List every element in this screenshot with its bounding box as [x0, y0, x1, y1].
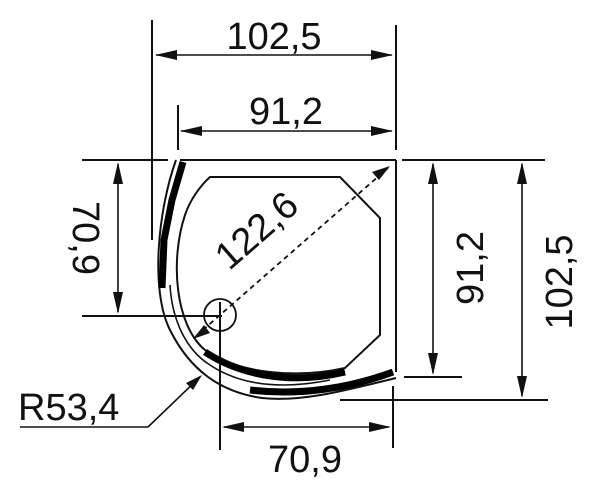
seal-segments — [158, 161, 395, 396]
left-height-label: 70,9 — [64, 201, 106, 275]
right-inner-height-label: 91,2 — [450, 231, 492, 305]
bottom-width-label: 70,9 — [268, 439, 342, 481]
drain-icon — [203, 298, 237, 332]
top-outer-dimension: 102,5 — [151, 16, 397, 240]
diagonal-label: 122,6 — [207, 184, 306, 278]
right-outer-height-label: 102,5 — [539, 234, 581, 329]
left-height-dimension: 70,9 — [64, 159, 222, 317]
radius-dimension: R53,4 — [18, 375, 202, 429]
inner-basin — [175, 176, 381, 375]
right-inner-dimension: 91,2 — [402, 159, 545, 378]
diagonal-dimension: 122,6 — [193, 166, 390, 339]
top-inner-width-label: 91,2 — [249, 91, 323, 133]
top-inner-dimension: 91,2 — [177, 91, 393, 150]
top-outer-width-label: 102,5 — [226, 16, 321, 58]
bottom-width-dimension: 70,9 — [219, 302, 394, 481]
tray-outline — [157, 159, 397, 400]
right-outer-dimension: 102,5 — [340, 162, 581, 401]
radius-label: R53,4 — [18, 387, 119, 429]
